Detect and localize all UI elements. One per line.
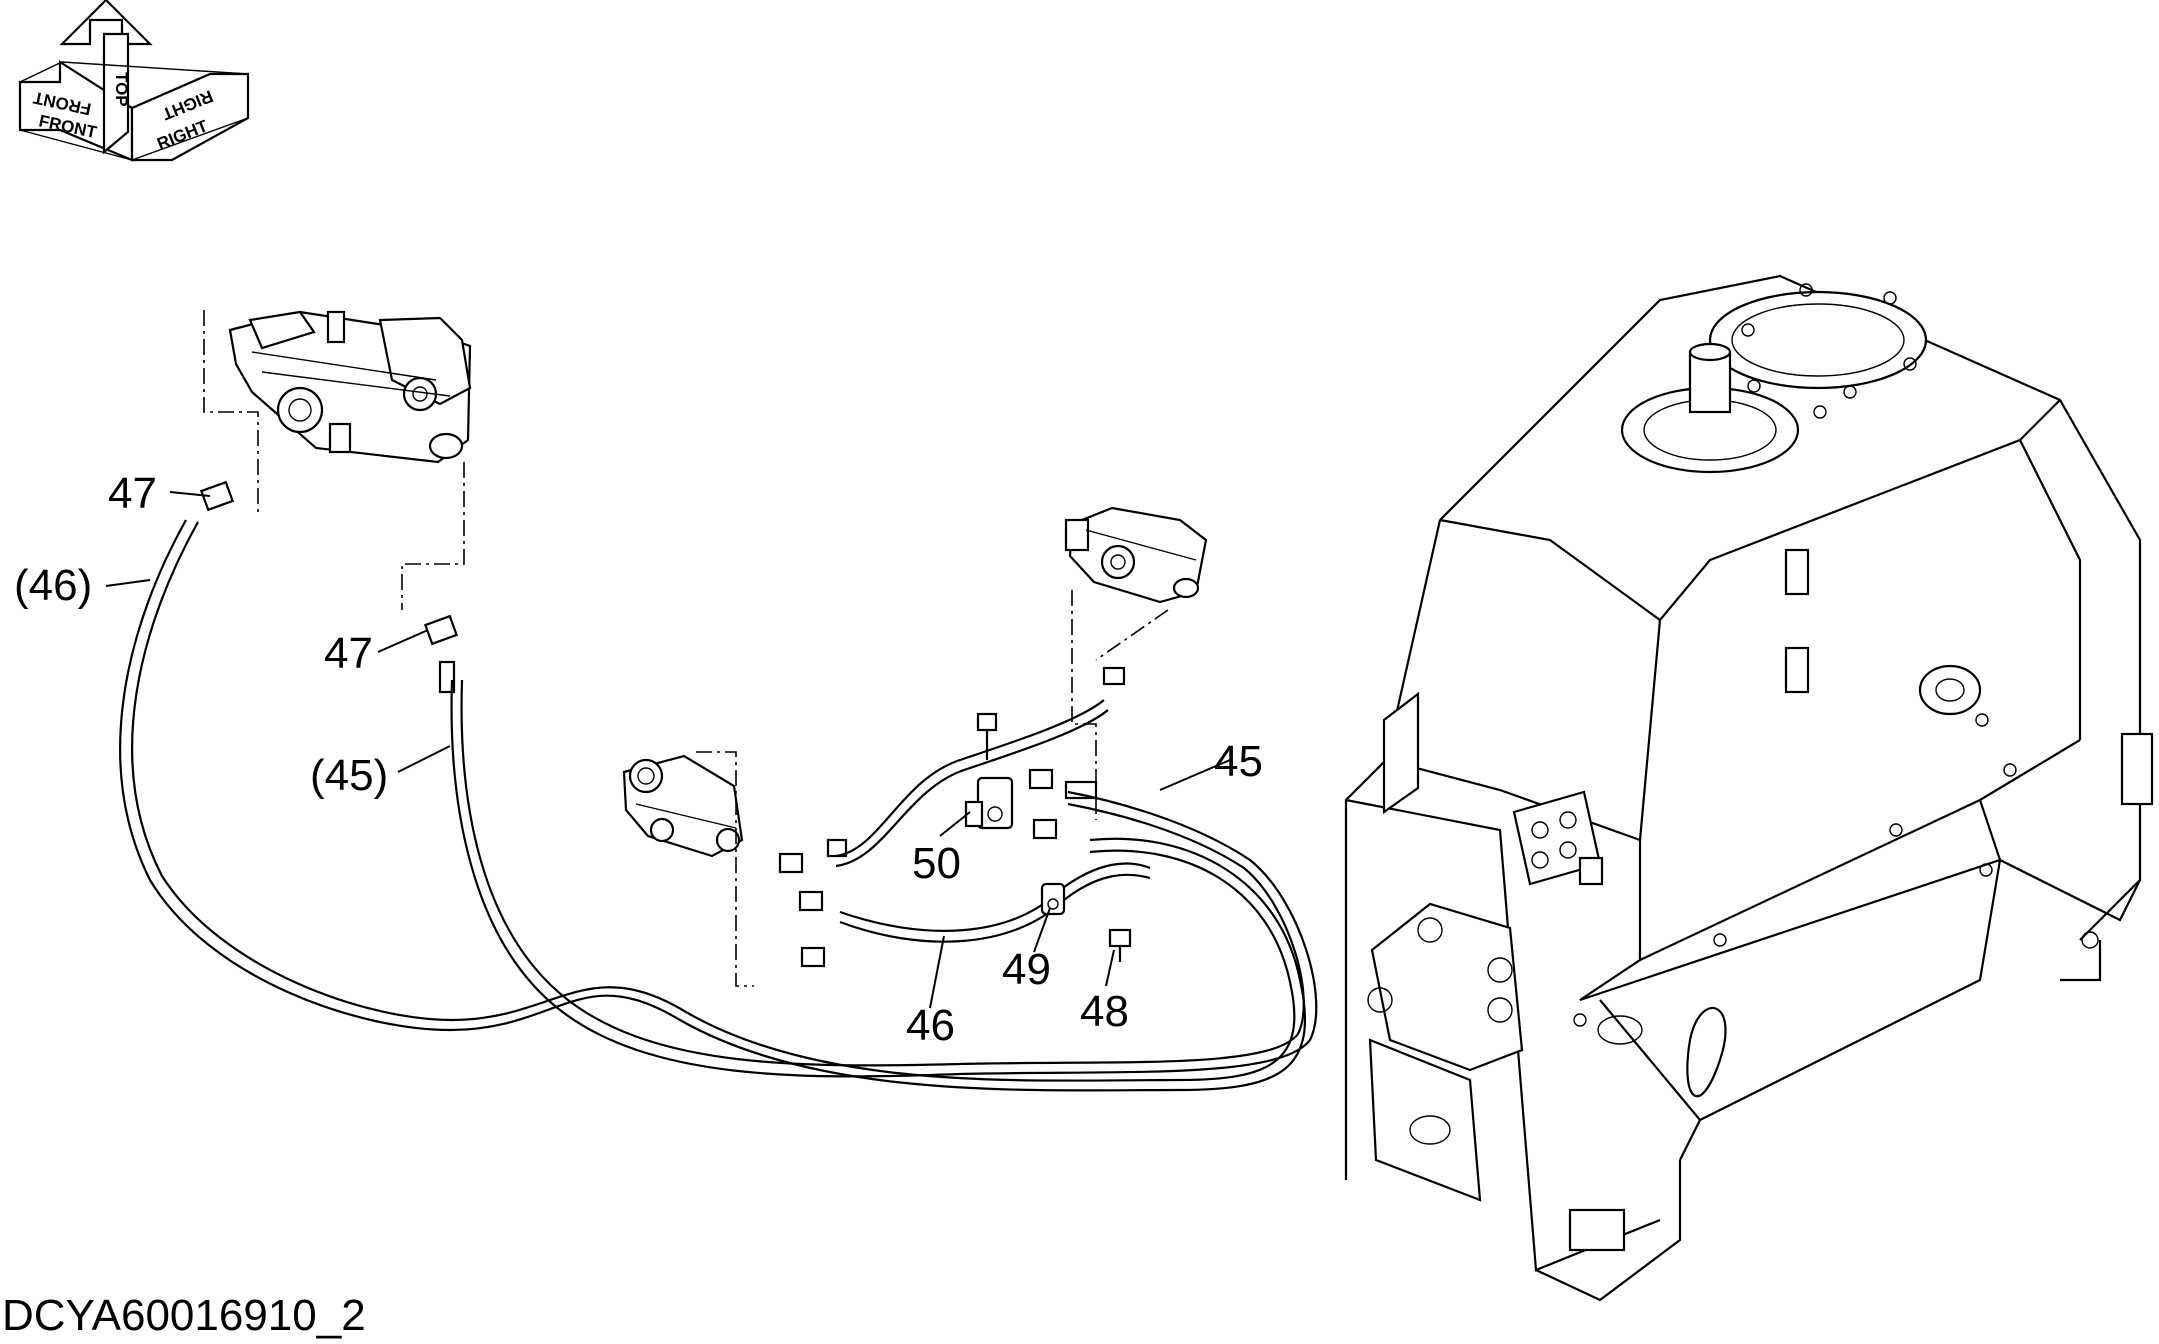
- callout-47-lower: 47: [324, 629, 373, 678]
- callout-49: 49: [1002, 945, 1051, 994]
- clamp-49: [1040, 882, 1066, 916]
- orientation-top-label: TOP: [112, 72, 131, 107]
- callout-47-upper: 47: [108, 469, 157, 518]
- machine-frame: [1344, 274, 2154, 1302]
- callout-46: 46: [906, 1001, 955, 1050]
- hose-46-right: [839, 862, 1151, 943]
- orientation-indicator: FRONT FRONT TOP RIGHT RIGHT: [18, 0, 250, 162]
- bolt-top: [976, 712, 998, 760]
- clamp-50: [964, 776, 1014, 830]
- control-valve-upper: [203, 310, 472, 610]
- callout-46-reference: (46): [14, 561, 92, 610]
- pilot-valve-lower: [622, 751, 754, 987]
- callout-45-reference: (45): [310, 751, 388, 800]
- hose-46-left: [119, 519, 1307, 1092]
- callout-48: 48: [1080, 987, 1129, 1036]
- drawing-code: DCYA60016910_2: [2, 1291, 366, 1340]
- hose-short-upper: [835, 699, 1109, 868]
- callout-50: 50: [912, 839, 961, 888]
- bolt-48: [1108, 928, 1132, 962]
- callouts: 47 (46) 47 (45) 45 50 49 48 46: [14, 469, 1263, 1050]
- control-valve-middle: [1064, 506, 1208, 820]
- hose-45-left: [450, 679, 1318, 1078]
- leader-lines: [105, 491, 1231, 1009]
- callout-45: 45: [1214, 737, 1263, 786]
- fittings: [199, 480, 1126, 968]
